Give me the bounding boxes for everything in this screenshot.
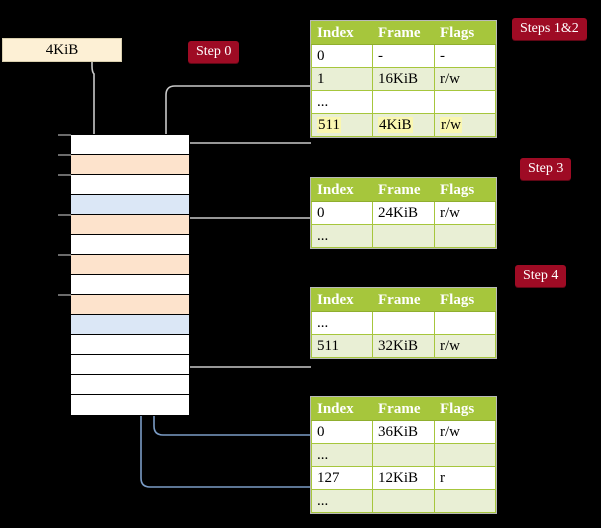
table-row: ... <box>311 443 496 467</box>
cell-frame <box>372 489 435 513</box>
cell-flags: r/w <box>434 420 496 444</box>
cell-frame <box>372 90 435 114</box>
memory-frame-row <box>71 255 189 275</box>
cell-frame: 4KiB <box>372 113 435 137</box>
cell-frame: 24KiB <box>372 201 435 225</box>
badge-step-3: Step 3 <box>520 158 572 180</box>
physical-memory-column <box>70 134 190 416</box>
column-header-frame: Frame <box>372 21 435 45</box>
cell-flags: r <box>434 466 496 490</box>
column-header-flags: Flags <box>434 178 496 202</box>
cell-index: ... <box>311 90 373 114</box>
virtual-page-label: 4KiB <box>45 42 79 58</box>
table-row: ... <box>311 311 496 335</box>
cell-frame <box>372 443 435 467</box>
cell-frame <box>372 311 435 335</box>
cell-flags: r/w <box>434 201 496 225</box>
memory-frame-row <box>71 235 189 255</box>
memory-frame-row <box>71 355 189 375</box>
cell-flags <box>434 311 496 335</box>
highlighted-value: r/w <box>440 117 462 133</box>
cell-flags: - <box>434 44 496 68</box>
column-header-index: Index <box>311 21 373 45</box>
memory-frame-tick <box>58 154 71 156</box>
cell-index: 511 <box>311 334 373 358</box>
memory-frame-row <box>71 175 189 195</box>
cell-flags: r/w <box>434 334 496 358</box>
table-row: ... <box>311 489 496 513</box>
table-row: ... <box>311 224 496 248</box>
column-header-frame: Frame <box>372 288 435 312</box>
cell-index: 1 <box>311 67 373 91</box>
memory-frame-row <box>71 375 189 395</box>
cell-flags <box>434 489 496 513</box>
memory-frame-row <box>71 315 189 335</box>
column-header-index: Index <box>311 397 373 421</box>
badge-steps-1-2: Steps 1&2 <box>512 18 587 40</box>
memory-frame-row <box>71 275 189 295</box>
memory-frame-row <box>71 195 189 215</box>
cell-frame: 32KiB <box>372 334 435 358</box>
column-header-flags: Flags <box>434 397 496 421</box>
cell-index: 0 <box>311 420 373 444</box>
memory-frame-row <box>71 155 189 175</box>
virtual-page-box: 4KiB <box>2 38 122 62</box>
memory-frame-row <box>71 135 189 155</box>
memory-frame-row <box>71 335 189 355</box>
cell-frame: 12KiB <box>372 466 435 490</box>
highlighted-value: 511 <box>317 117 341 133</box>
memory-frame-row <box>71 295 189 315</box>
memory-frame-tick <box>58 214 71 216</box>
cell-frame <box>372 224 435 248</box>
cell-index: ... <box>311 443 373 467</box>
cell-index: 0 <box>311 201 373 225</box>
memory-frame-tick <box>58 254 71 256</box>
cell-index: 511 <box>311 113 373 137</box>
cell-flags <box>434 224 496 248</box>
column-header-flags: Flags <box>434 288 496 312</box>
cell-index: 0 <box>311 44 373 68</box>
column-header-index: Index <box>311 288 373 312</box>
table-row: ... <box>311 90 496 114</box>
badge-step-4: Step 4 <box>515 265 567 287</box>
cell-index: 127 <box>311 466 373 490</box>
highlighted-value: 4KiB <box>378 117 413 133</box>
column-header-index: Index <box>311 178 373 202</box>
cell-flags: r/w <box>434 67 496 91</box>
column-header-flags: Flags <box>434 21 496 45</box>
memory-frame-row <box>71 215 189 235</box>
table-row: 511 4KiB r/w <box>311 113 496 137</box>
cell-index: ... <box>311 311 373 335</box>
memory-frame-tick <box>58 294 71 296</box>
cell-flags <box>434 90 496 114</box>
wire-step3 <box>176 217 311 276</box>
table-row: 0-- <box>311 44 496 68</box>
column-header-frame: Frame <box>372 178 435 202</box>
cell-index: ... <box>311 489 373 513</box>
cell-index: ... <box>311 224 373 248</box>
cell-flags: r/w <box>434 113 496 137</box>
cell-frame: 36KiB <box>372 420 435 444</box>
memory-frame-tick <box>58 134 71 136</box>
badge-step-0: Step 0 <box>188 41 240 63</box>
cell-flags <box>434 443 496 467</box>
cell-frame: - <box>372 44 435 68</box>
memory-frame-tick <box>58 174 71 176</box>
cell-frame: 16KiB <box>372 67 435 91</box>
memory-frame-row <box>71 395 189 415</box>
column-header-frame: Frame <box>372 397 435 421</box>
